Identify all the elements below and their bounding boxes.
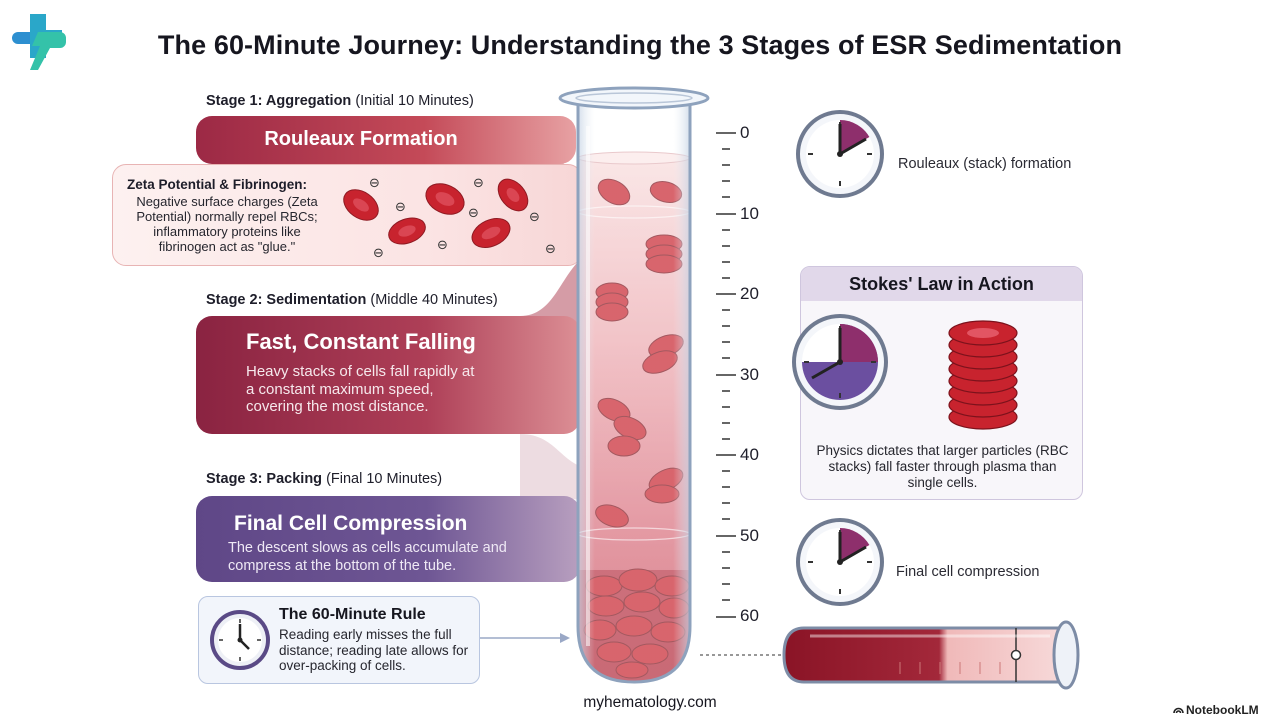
clock-icon bbox=[210, 610, 270, 670]
stage2-band-body: Heavy stacks of cells fall rapidly at a … bbox=[246, 363, 475, 415]
stage2-heading: Stage 2: Sedimentation (Middle 40 Minute… bbox=[206, 292, 498, 308]
charge-symbol: ⊖ bbox=[468, 206, 479, 221]
clock3-label: Final cell compression bbox=[896, 564, 1040, 580]
scale-label-50: 50 bbox=[740, 526, 759, 545]
test-tube-icon bbox=[558, 86, 710, 684]
scale-label-60: 60 bbox=[740, 606, 759, 625]
clock-icon bbox=[792, 314, 888, 410]
stage2-band-title: Fast, Constant Falling bbox=[246, 329, 476, 354]
clock-icon bbox=[796, 518, 884, 606]
charge-symbol: ⊖ bbox=[529, 210, 540, 225]
zeta-box-title: Zeta Potential & Fibrinogen: bbox=[127, 177, 308, 192]
notebooklm-icon bbox=[1173, 707, 1184, 714]
brand-label: NotebookLM bbox=[1186, 703, 1259, 717]
scale-ticks bbox=[716, 132, 736, 618]
stage3-band-title: Final Cell Compression bbox=[234, 512, 468, 535]
stokes-body: Physics dictates that larger particles (… bbox=[816, 443, 1069, 490]
stage3-band-body: The descent slows as cells accumulate an… bbox=[228, 540, 507, 574]
stokes-title: Stokes' Law in Action bbox=[801, 267, 1082, 301]
page-title: The 60-Minute Journey: Understanding the… bbox=[157, 30, 1123, 60]
stage3-heading-bold: Stage 3: Packing bbox=[206, 471, 323, 487]
zeta-box-body: Negative surface charges (Zeta Potential… bbox=[136, 194, 318, 254]
stage2-heading-rest: (Middle 40 Minutes) bbox=[366, 292, 498, 308]
charge-symbol: ⊖ bbox=[545, 242, 556, 257]
site-credit: myhematology.com bbox=[583, 694, 717, 711]
stage2-heading-bold: Stage 2: Sedimentation bbox=[206, 292, 367, 308]
charge-symbol: ⊖ bbox=[369, 176, 380, 191]
horizontal-tube-icon bbox=[700, 620, 1080, 690]
charge-symbol: ⊖ bbox=[373, 246, 384, 261]
scale-label-40: 40 bbox=[740, 445, 759, 464]
rule-body: Reading early misses the full distance; … bbox=[279, 627, 469, 673]
stage2-band: Fast, Constant Falling Heavy stacks of c… bbox=[196, 316, 580, 434]
scale-label-30: 30 bbox=[740, 365, 759, 384]
rbc-repulsion-illustration: ⊖ ⊖ ⊖ ⊖ ⊖ ⊖ ⊖ ⊖ bbox=[343, 176, 556, 261]
medical-cross-logo-icon bbox=[12, 14, 66, 70]
charge-symbol: ⊖ bbox=[395, 200, 406, 215]
clock1-label: Rouleaux (stack) formation bbox=[898, 156, 1072, 172]
stage1-band-title: Rouleaux Formation bbox=[264, 128, 458, 150]
sixty-minute-rule-box: The 60-Minute Rule Reading early misses … bbox=[198, 596, 480, 684]
stage1-band: Rouleaux Formation bbox=[196, 116, 576, 164]
zeta-potential-box: Zeta Potential & Fibrinogen: Negative su… bbox=[112, 164, 582, 266]
scale-label-0: 0 bbox=[740, 123, 750, 142]
clock-icon bbox=[796, 110, 884, 198]
charge-symbol: ⊖ bbox=[437, 238, 448, 253]
stage1-heading-bold: Stage 1: Aggregation bbox=[206, 93, 352, 109]
stage1-heading-rest: (Initial 10 Minutes) bbox=[351, 93, 474, 109]
stage1-heading: Stage 1: Aggregation (Initial 10 Minutes… bbox=[206, 93, 474, 109]
rbc-stack-icon bbox=[948, 320, 1018, 430]
scale-label-10: 10 bbox=[740, 204, 759, 223]
stage3-heading-rest: (Final 10 Minutes) bbox=[322, 471, 443, 487]
stage3-heading: Stage 3: Packing (Final 10 Minutes) bbox=[206, 471, 442, 487]
charge-symbol: ⊖ bbox=[473, 176, 484, 191]
rule-title: The 60-Minute Rule bbox=[279, 606, 426, 623]
scale-label-20: 20 bbox=[740, 284, 759, 303]
stage3-band: Final Cell Compression The descent slows… bbox=[196, 496, 580, 582]
